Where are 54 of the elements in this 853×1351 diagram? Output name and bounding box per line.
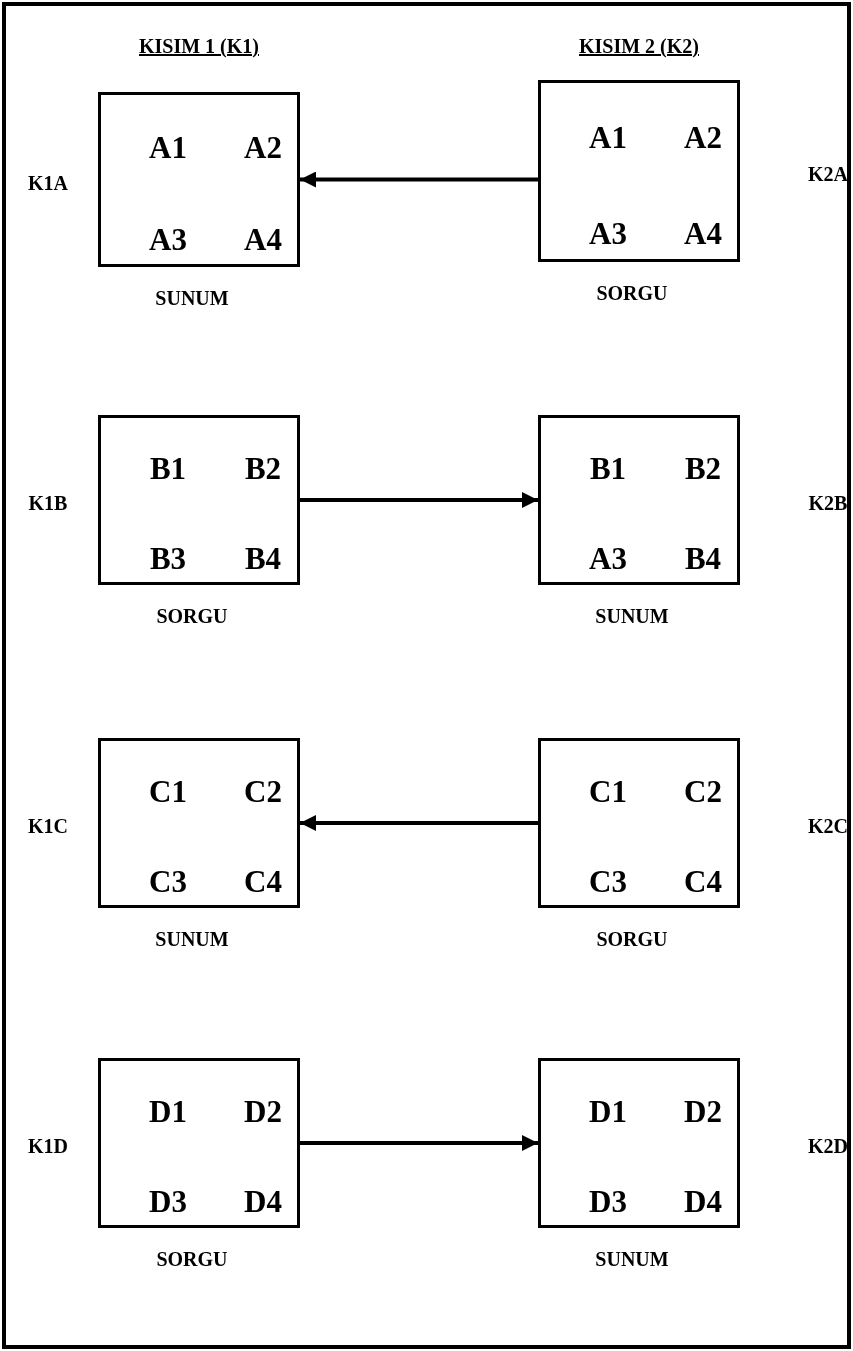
arrow xyxy=(300,492,538,508)
arrow xyxy=(300,1135,538,1151)
cell-label: C3 xyxy=(589,865,627,900)
cell-label: B2 xyxy=(684,452,722,486)
arrow xyxy=(300,815,538,831)
cell-label: B1 xyxy=(149,452,187,486)
row-label: K2D xyxy=(808,1135,848,1157)
cell-label: D3 xyxy=(149,1185,187,1220)
cell-label: D2 xyxy=(244,1095,282,1129)
cell-label: A4 xyxy=(684,217,722,252)
row-label: K2A xyxy=(808,163,848,185)
cell-label: B4 xyxy=(684,542,722,577)
cell-label: A3 xyxy=(589,217,627,252)
cell-label: A4 xyxy=(244,223,282,258)
cell-label: B4 xyxy=(244,542,282,577)
cell-label: A3 xyxy=(149,223,187,258)
column-heading: KISIM 1 (K1) xyxy=(139,35,259,57)
cell-label: B1 xyxy=(589,452,627,486)
cell-label: B2 xyxy=(244,452,282,486)
box-caption: SORGU xyxy=(156,605,228,627)
row-label: K1C xyxy=(28,815,68,837)
cell-label: C4 xyxy=(244,865,282,900)
cell-label: C1 xyxy=(589,775,627,809)
box-caption: SUNUM xyxy=(595,605,669,627)
box-caption: SUNUM xyxy=(595,1248,669,1270)
cell-label: A1 xyxy=(149,130,187,165)
arrow xyxy=(300,171,538,188)
cell-label: C1 xyxy=(149,775,187,809)
cell-label: C3 xyxy=(149,865,187,900)
cell-label: C2 xyxy=(244,775,282,809)
cell-label: D1 xyxy=(149,1095,187,1129)
box-caption: SUNUM xyxy=(155,928,229,950)
cell-label: C2 xyxy=(684,775,722,809)
cell-label: D4 xyxy=(244,1185,282,1220)
row-label: K2C xyxy=(808,815,848,837)
row-label: K2B xyxy=(808,492,848,514)
cell-label: C4 xyxy=(684,865,722,900)
cell-label: D3 xyxy=(589,1185,627,1220)
box-caption: SORGU xyxy=(156,1248,228,1270)
cell-label: D2 xyxy=(684,1095,722,1129)
box-caption: SORGU xyxy=(596,282,668,304)
cell-label: A1 xyxy=(589,120,627,155)
box-caption: SUNUM xyxy=(155,287,229,309)
cell-label: B3 xyxy=(149,542,187,577)
column-heading: KISIM 2 (K2) xyxy=(579,35,699,57)
cell-label: A3 xyxy=(589,542,627,577)
row-label: K1A xyxy=(28,171,68,194)
row-label: K1B xyxy=(28,492,68,514)
cell-label: D1 xyxy=(589,1095,627,1129)
row-label: K1D xyxy=(28,1135,68,1157)
cell-label: A2 xyxy=(684,120,722,155)
cell-label: A2 xyxy=(244,130,282,165)
box-caption: SORGU xyxy=(596,928,668,950)
cell-label: D4 xyxy=(684,1185,722,1220)
